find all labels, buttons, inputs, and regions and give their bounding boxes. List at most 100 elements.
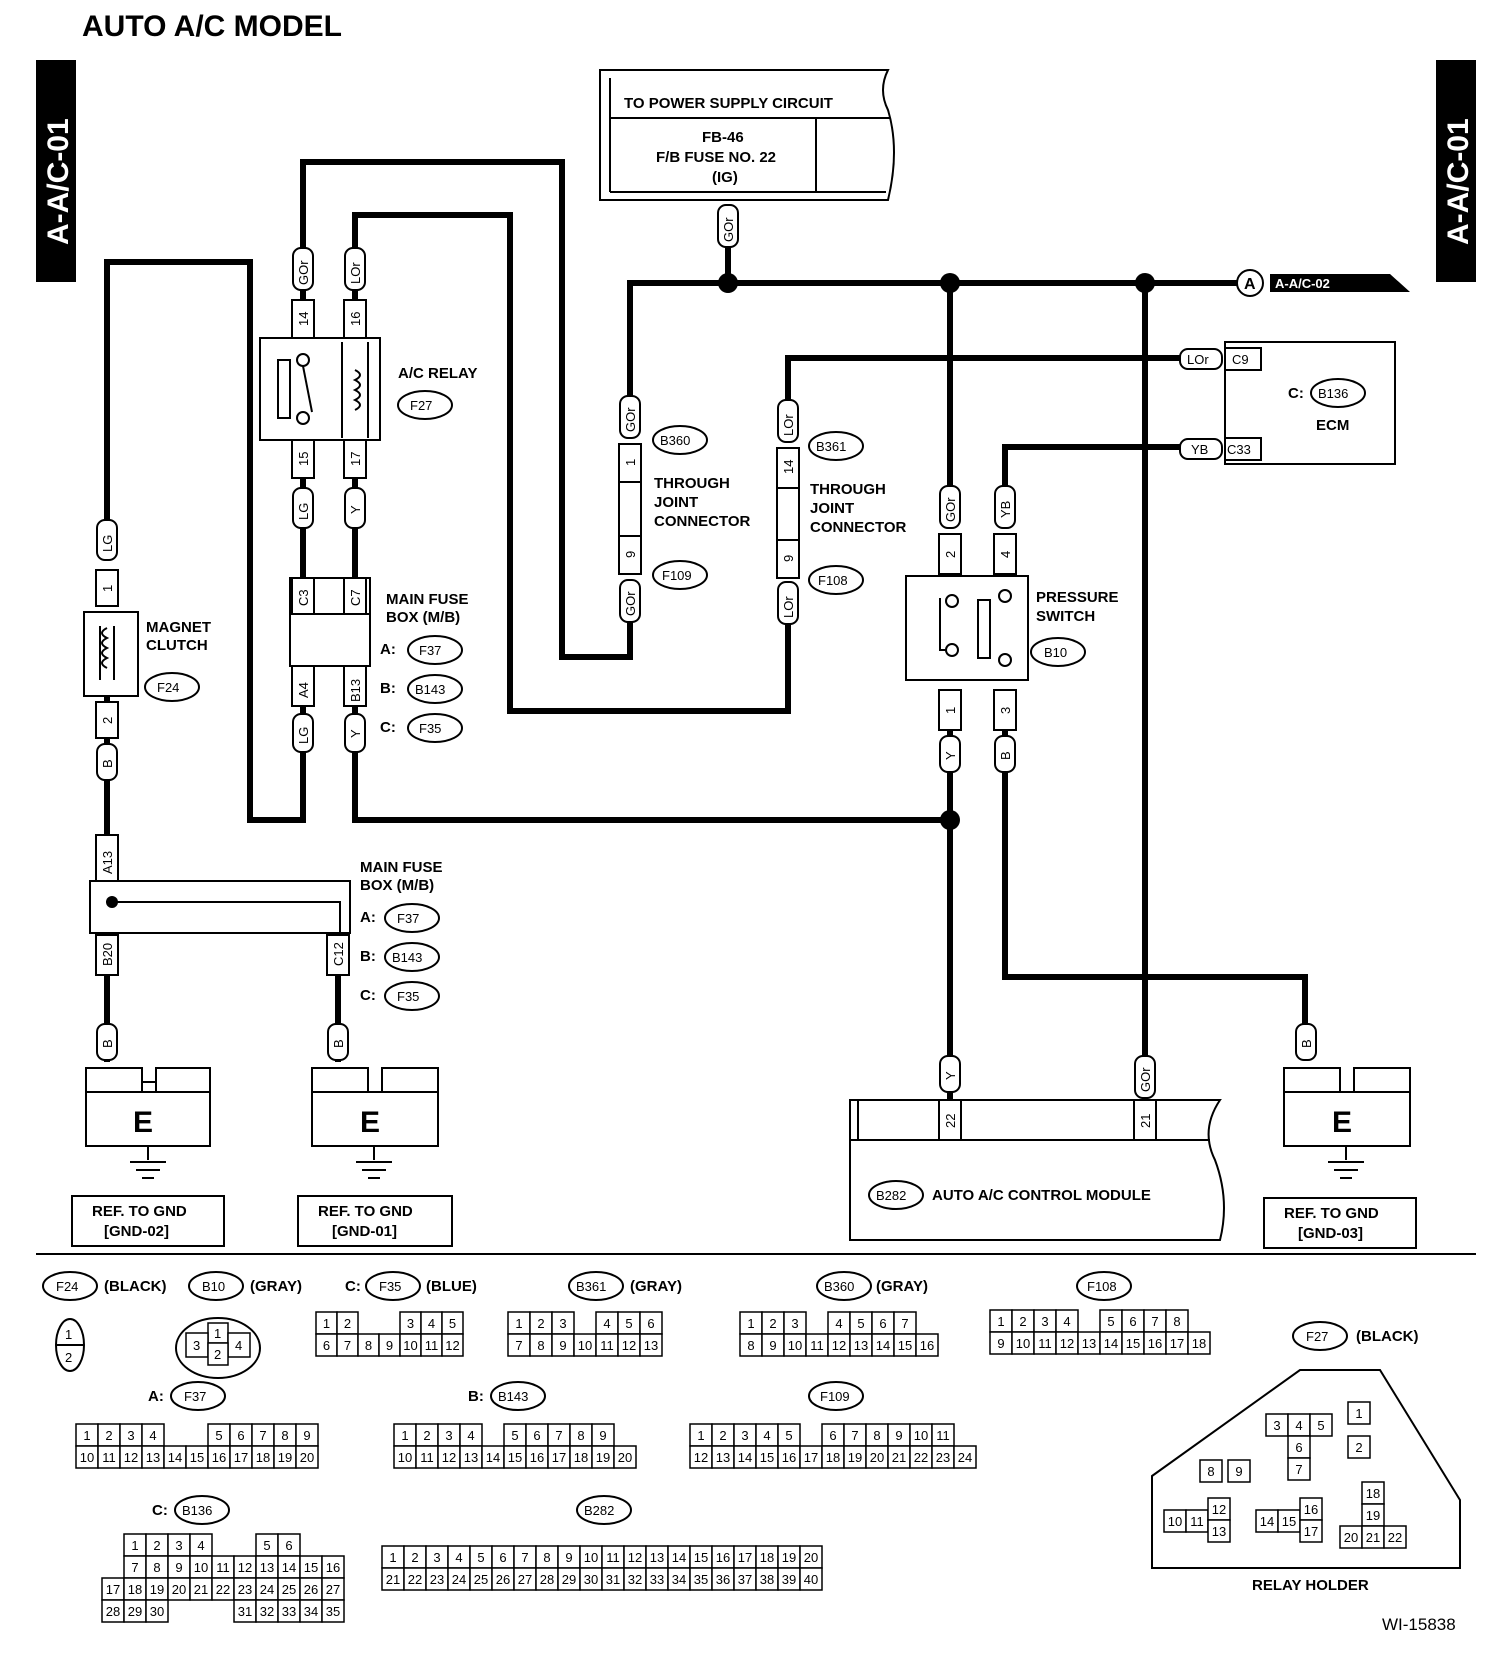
connector-pin-label: 24 <box>260 1582 274 1597</box>
connector-pin-label: 18 <box>128 1582 142 1597</box>
connector-pin-label: 25 <box>282 1582 296 1597</box>
connector-pin-label: 11 <box>102 1450 116 1465</box>
svg-text:GOr: GOr <box>296 260 311 285</box>
connector-pin-label: 30 <box>150 1604 164 1619</box>
connector-pin-label: 1 <box>323 1316 330 1331</box>
connector-pin-label: 1 <box>131 1538 138 1553</box>
page-tab-left-label: A-A/C-01 <box>42 118 75 245</box>
auto-ac-control-module: Y GOr 22 21 B282 AUTO A/C CONTROL MODULE <box>849 1055 1225 1241</box>
svg-text:B143: B143 <box>415 682 445 697</box>
connector-pin-label: 4 <box>149 1428 156 1443</box>
svg-text:REF. TO GND: REF. TO GND <box>92 1203 187 1220</box>
connector-pin-cell <box>1347 1401 1371 1425</box>
connector-pin-label: 10 <box>398 1450 412 1465</box>
connector-pin-label: 11 <box>936 1428 950 1443</box>
svg-text:LOr: LOr <box>781 414 796 436</box>
svg-text:17: 17 <box>348 452 363 466</box>
connector-pin-cell <box>441 1333 464 1357</box>
connector-pin-label: 6 <box>237 1428 244 1443</box>
connector-pin-label: 6 <box>879 1316 886 1331</box>
connector-pin-label: 4 <box>197 1538 204 1553</box>
svg-text:3: 3 <box>998 707 1013 714</box>
ecm-label: ECM <box>1316 417 1349 434</box>
connector-pin-label: 10 <box>403 1338 417 1353</box>
connector-pin-label: 1 <box>997 1314 1004 1329</box>
connector-pin-label: 33 <box>650 1572 664 1587</box>
svg-text:A13: A13 <box>100 851 115 874</box>
svg-text:C12: C12 <box>331 942 346 966</box>
connector-pin-label: 20 <box>870 1450 884 1465</box>
connector-pin-label: 3 <box>175 1538 182 1553</box>
connector-pin-label: 26 <box>496 1572 510 1587</box>
connector-pin-label: 6 <box>1129 1314 1136 1329</box>
connector-pin-label: 27 <box>518 1572 532 1587</box>
svg-text:B361: B361 <box>576 1279 606 1294</box>
connector-pin-label: 2 <box>719 1428 726 1443</box>
pressure-switch: GOr YB 2 4 1 3 Y B PRESSURE SWITCH B10 <box>905 485 1119 773</box>
svg-text:C3: C3 <box>296 589 311 606</box>
connector-pin-cell <box>295 1445 319 1469</box>
connector-pin-label: 18 <box>826 1450 840 1465</box>
magnet-clutch: LG 1 2 B MAGNET CLUTCH F24 <box>83 519 211 781</box>
connector-pin-label: 13 <box>644 1338 658 1353</box>
connector-pin-label: 15 <box>508 1450 522 1465</box>
connector-pin-label: 36 <box>716 1572 730 1587</box>
svg-text:B136: B136 <box>182 1503 212 1518</box>
page-tab-right-label: A-A/C-01 <box>1442 118 1475 245</box>
connector-pin-label: 3 <box>433 1550 440 1565</box>
magnet-clutch-label2: CLUTCH <box>146 637 208 654</box>
connector-pin-label: 35 <box>326 1604 340 1619</box>
svg-text:LG: LG <box>100 535 115 552</box>
connector-pin-label: 15 <box>898 1338 912 1353</box>
ac-relay-label: A/C RELAY <box>398 365 477 382</box>
svg-text:F24: F24 <box>56 1279 78 1294</box>
svg-text:[GND-01]: [GND-01] <box>332 1223 397 1240</box>
main-fuse-box-2-label2: BOX (M/B) <box>360 877 434 894</box>
connector-pin-label: 4 <box>1063 1314 1070 1329</box>
svg-text:LG: LG <box>296 503 311 520</box>
connector-pin-label: 37 <box>738 1572 752 1587</box>
connector-pin-label: 12 <box>1060 1336 1074 1351</box>
connector-pin-label: 32 <box>628 1572 642 1587</box>
connector-pin-label: 3 <box>445 1428 452 1443</box>
svg-text:2: 2 <box>100 717 115 724</box>
svg-text:B360: B360 <box>824 1279 854 1294</box>
connector-pin-label: 12 <box>445 1338 459 1353</box>
connector-pin-label: 24 <box>452 1572 466 1587</box>
connector-pin-label: 18 <box>574 1450 588 1465</box>
connector-pin-label: 31 <box>238 1604 252 1619</box>
connector-pin-cell <box>1287 1457 1311 1481</box>
connector-pin-label: 25 <box>474 1572 488 1587</box>
svg-text:C7: C7 <box>348 589 363 606</box>
connector-pin-label: 7 <box>1151 1314 1158 1329</box>
svg-text:14: 14 <box>781 460 796 474</box>
connector-pin-label: 6 <box>285 1538 292 1553</box>
connector-pin-label: 7 <box>259 1428 266 1443</box>
connector-pin-label: 22 <box>1388 1530 1402 1545</box>
svg-text:C:: C: <box>360 987 376 1004</box>
svg-text:1: 1 <box>623 459 638 466</box>
connector-pin-label: 4 <box>603 1316 610 1331</box>
relay-pin-blocks: 14 16 15 17 GOr LOr LG Y <box>291 247 367 529</box>
ac-relay: A/C RELAY F27 <box>259 337 477 441</box>
connector-pin-label: 18 <box>256 1450 270 1465</box>
connector-pin-cell <box>915 1333 939 1357</box>
svg-text:A4: A4 <box>296 682 311 698</box>
connector-pin-label: 18 <box>1192 1336 1206 1351</box>
magnet-clutch-label1: MAGNET <box>146 619 211 636</box>
svg-text:9: 9 <box>623 551 638 558</box>
connector-pin-label: 17 <box>1304 1524 1318 1539</box>
connector-pin-cell <box>321 1599 345 1623</box>
svg-text:22: 22 <box>943 1114 958 1128</box>
svg-text:[GND-03]: [GND-03] <box>1298 1225 1363 1242</box>
connector-pin-label: 5 <box>1317 1418 1324 1433</box>
power-supply-line3: (IG) <box>712 169 738 186</box>
svg-text:C33: C33 <box>1227 442 1251 457</box>
svg-text:B: B <box>1299 1039 1314 1048</box>
connector-pin-label: 1 <box>389 1550 396 1565</box>
connector-pin-label: 9 <box>599 1428 606 1443</box>
connector-pin-label: 13 <box>1082 1336 1096 1351</box>
connector-pin-cell <box>799 1567 823 1591</box>
connector-pin-label: 6 <box>323 1338 330 1353</box>
connector-pin-cell <box>1347 1435 1371 1459</box>
